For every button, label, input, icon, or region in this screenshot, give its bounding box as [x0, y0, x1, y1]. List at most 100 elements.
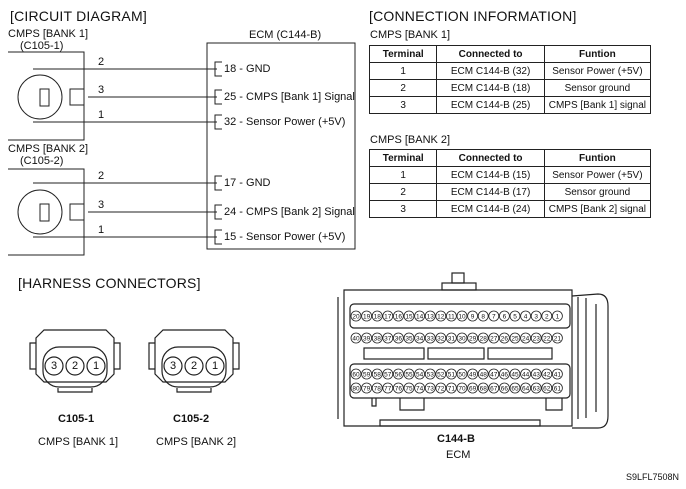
ecm-pin-number: 26 [501, 335, 509, 342]
ecm-pin [509, 332, 521, 344]
ecm-pin [488, 368, 500, 380]
ecm-pin [435, 310, 447, 322]
ecm-pin-number: 51 [448, 371, 456, 378]
ecm-pin [552, 332, 563, 344]
ecm-pin-number: 31 [448, 335, 456, 342]
ecm-pin-number: 58 [374, 371, 382, 378]
ecm-pin-number: 60 [352, 371, 360, 378]
ecm-pin [403, 310, 415, 322]
ecm-box [206, 42, 356, 250]
table-row: 1 ECM C144-B (32) Sensor Power (+5V) [368, 62, 652, 80]
ecm-pin [498, 382, 510, 394]
ecm-pin-number: 15 [405, 313, 413, 320]
bank2-pin-number: 2 [98, 170, 105, 182]
ecm-pin-number: 75 [405, 385, 413, 392]
table-header-row: Terminal Connected to Funtion [368, 149, 652, 167]
bank2-connector-id: (C105-2) [20, 155, 64, 167]
ecm-pin [498, 368, 510, 380]
ecm-terminal-label: 17 - GND [224, 177, 271, 189]
ecm-pin [382, 368, 394, 380]
ecm-pin-number: 50 [458, 371, 466, 378]
ecm-pin-number: 20 [352, 313, 360, 320]
c105-1-pin: 3 [51, 360, 58, 372]
ecm-pin-number: 29 [469, 335, 477, 342]
ecm-pin-number: 49 [469, 371, 477, 378]
ecm-pin [488, 310, 500, 322]
ecm-pin-number: 45 [511, 371, 519, 378]
bank1-connector-id: (C105-1) [20, 40, 64, 52]
ecm-pin [467, 332, 479, 344]
bank1-pin-number: 3 [98, 84, 105, 96]
ecm-pin-number: 71 [448, 385, 456, 392]
ecm-pin [361, 382, 373, 394]
ecm-pin [509, 310, 521, 322]
ecm-pin-number: 77 [384, 385, 392, 392]
ecm-pin-number: 52 [437, 371, 445, 378]
ecm-pin [509, 368, 521, 380]
c105-1-pin: 1 [93, 360, 100, 372]
ecm-pin [414, 310, 426, 322]
bank2-table-title: CMPS [BANK 2] [370, 134, 451, 146]
ecm-pin-number: 56 [395, 371, 403, 378]
c105-2-id: C105-2 [173, 413, 210, 425]
ecm-pin-number: 54 [416, 371, 424, 378]
ecm-pin [520, 382, 531, 394]
ecm-pin-number: 7 [492, 313, 496, 320]
connector-c144-b [337, 272, 609, 429]
connection-info-header: [CONNECTION INFORMATION] [369, 8, 577, 24]
ecm-pin [350, 332, 362, 344]
ecm-pin-number: 68 [480, 385, 488, 392]
ecm-pin-number: 27 [490, 335, 498, 342]
ecm-pin [435, 382, 447, 394]
ecm-pin [445, 332, 457, 344]
ecm-pin-number: 55 [405, 371, 413, 378]
ecm-pin [541, 332, 553, 344]
bank2-sensor-name: CMPS [BANK 2] [8, 143, 89, 155]
ecm-pin [403, 368, 415, 380]
ecm-pin-number: 64 [522, 385, 530, 392]
ecm-pin-number: 16 [395, 313, 403, 320]
ecm-pin-number: 61 [554, 385, 562, 392]
ecm-pin [382, 310, 394, 322]
ecm-pin [435, 332, 447, 344]
table-cell: 3 [368, 96, 438, 114]
ecm-pin [552, 368, 563, 380]
ecm-pin [361, 310, 373, 322]
ecm-pin-number: 39 [363, 335, 371, 342]
bank2-pin-number: 1 [98, 224, 105, 236]
ecm-pin [520, 310, 531, 322]
bank2-pin-number: 3 [98, 199, 105, 211]
ecm-pin-number: 38 [374, 335, 382, 342]
ecm-pin [414, 382, 426, 394]
ecm-pin [541, 310, 553, 322]
ecm-pin [392, 332, 404, 344]
ecm-pin-number: 2 [545, 313, 549, 320]
ecm-pin-number: 12 [437, 313, 445, 320]
c144-b-name: ECM [446, 449, 471, 461]
ecm-pin-number: 25 [511, 335, 519, 342]
ecm-pin [445, 310, 457, 322]
ecm-pin-number: 66 [501, 385, 509, 392]
ecm-pin [414, 368, 426, 380]
ecm-pin [371, 310, 383, 322]
ecm-pin [350, 310, 362, 322]
ecm-pin-number: 53 [427, 371, 435, 378]
ecm-pin-number: 10 [458, 313, 466, 320]
ecm-pin-number: 22 [543, 335, 551, 342]
ecm-title: ECM (C144-B) [249, 29, 322, 41]
ecm-pin [403, 382, 415, 394]
ecm-pin-number: 72 [437, 385, 445, 392]
ecm-pin-number: 4 [524, 313, 528, 320]
table-cell: 3 [368, 200, 438, 218]
c105-2-pin: 1 [212, 360, 219, 372]
table-cell: CMPS [Bank 1] signal [543, 96, 652, 114]
ecm-pin-number: 80 [352, 385, 360, 392]
ecm-pin-number: 6 [503, 313, 507, 320]
c105-1-name: CMPS [BANK 1] [38, 436, 119, 448]
ecm-pin-number: 23 [533, 335, 541, 342]
ecm-pin [541, 382, 553, 394]
ecm-pin [403, 332, 415, 344]
ecm-pin-number: 44 [522, 371, 530, 378]
ecm-pin-number: 11 [448, 313, 455, 320]
ecm-pin-number: 35 [405, 335, 413, 342]
